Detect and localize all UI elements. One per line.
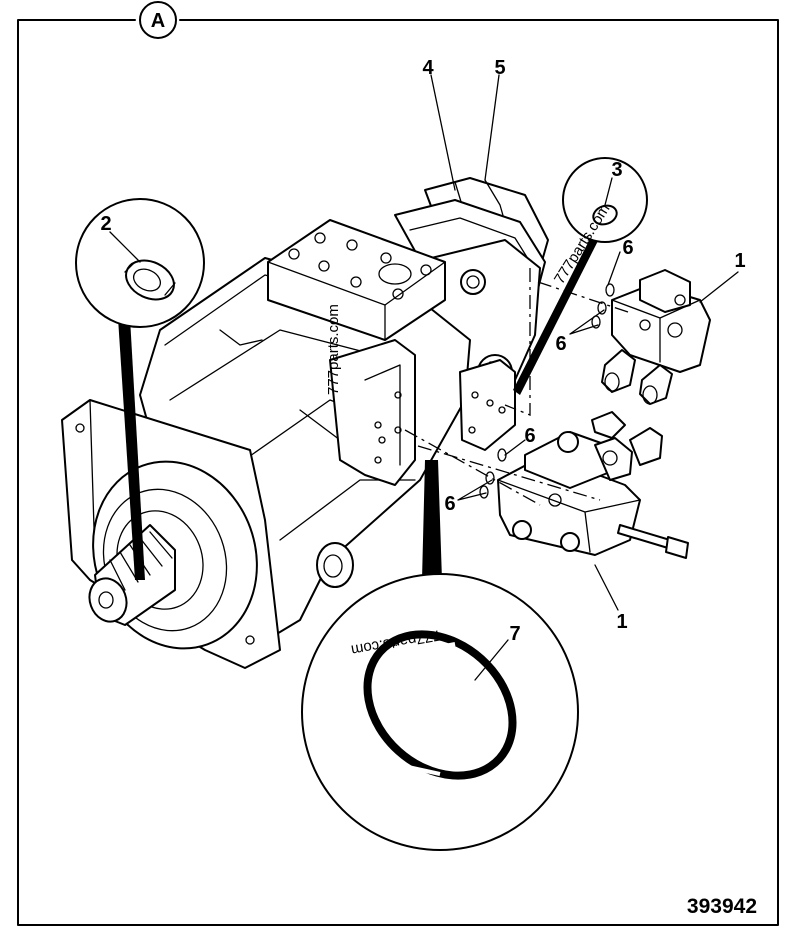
watermark-1: 777parts.com: [325, 304, 342, 395]
assembly-lines: [404, 268, 629, 506]
callout-ring: 7: [509, 623, 520, 645]
leader-lines: [109, 74, 739, 681]
view-label-badge: A: [139, 1, 177, 39]
callout-small-seal: 3: [611, 159, 622, 181]
control-valve-upper: [601, 269, 711, 405]
view-label: A: [151, 10, 165, 32]
o-rings: [479, 283, 615, 499]
callout-valve-upper: 1: [734, 250, 745, 272]
callout-orings-upper-b: 6: [555, 333, 566, 355]
frame-border: [17, 19, 779, 926]
callout-housing-5: 5: [494, 57, 505, 79]
detail-circle-seal: [75, 198, 205, 580]
callout-valve-lower: 1: [616, 611, 627, 633]
callout-orings-lower-a: 6: [524, 425, 535, 447]
callout-orings-lower-b: 6: [444, 493, 455, 515]
hydraulic-pump-assembly: [61, 177, 549, 669]
reference-number: 393942: [687, 895, 757, 918]
callout-orings-upper-a: 6: [622, 237, 633, 259]
detail-circle-small-seal: [513, 157, 648, 395]
callout-housing-4: 4: [422, 57, 434, 79]
detail-circle-ring: [301, 460, 579, 851]
callout-seal: 2: [100, 213, 111, 235]
